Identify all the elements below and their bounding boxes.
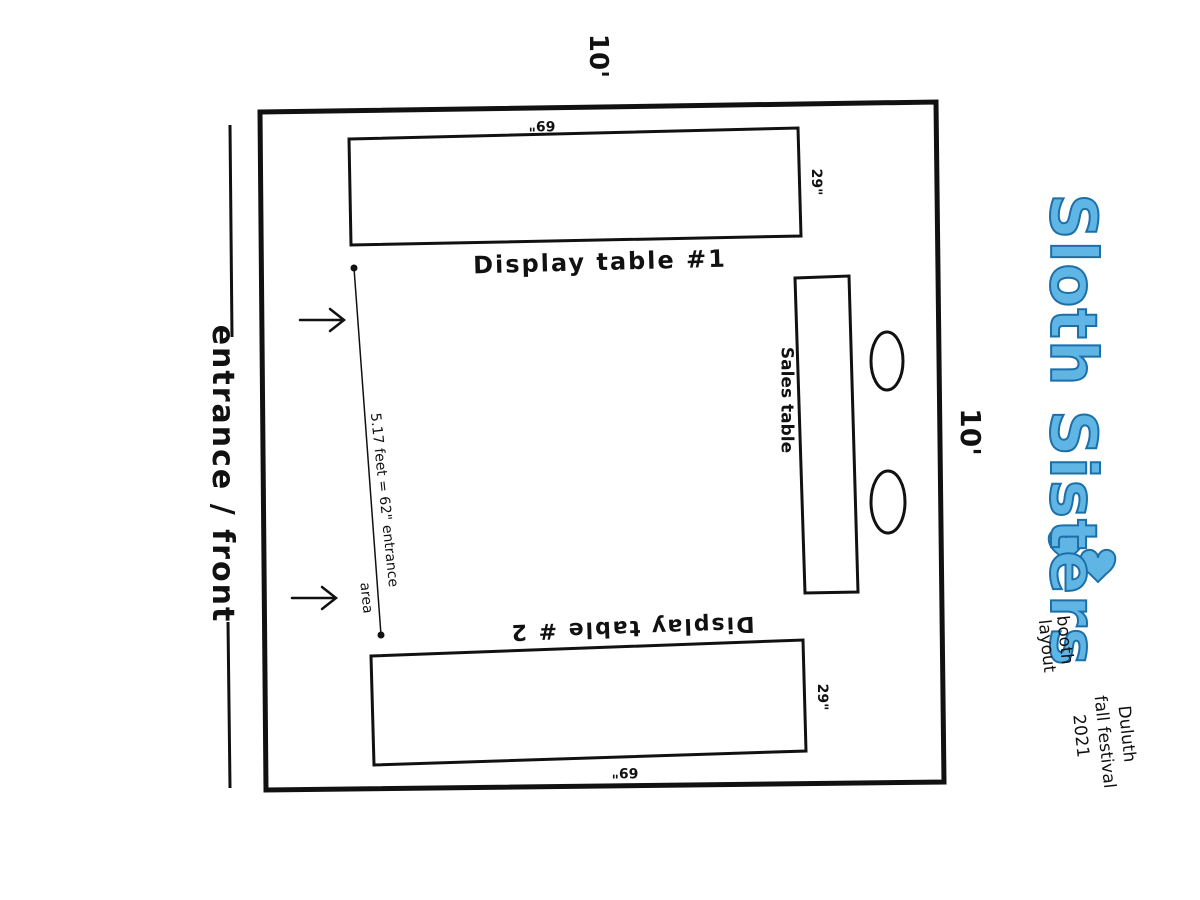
display-table-2 bbox=[369, 638, 808, 767]
display-table-1-width: 69" bbox=[528, 117, 556, 133]
display-table-2-width: 69" bbox=[611, 764, 639, 780]
display-table-1 bbox=[347, 126, 803, 247]
sloth-sisters-logo: Sloth Sisters bbox=[1034, 192, 1110, 667]
entrance-label: entrance / front bbox=[205, 324, 240, 624]
sales-table-label: Sales table bbox=[776, 346, 797, 454]
event-line-1: Duluth bbox=[1113, 704, 1140, 764]
chair-icon bbox=[869, 330, 905, 392]
entrance-line-upper bbox=[228, 124, 234, 338]
display-table-1-label: Display table #1 bbox=[472, 244, 728, 280]
entrance-measure-label-2: area bbox=[356, 581, 376, 615]
heart-icon bbox=[1047, 528, 1117, 584]
display-table-2-depth: 29" bbox=[814, 683, 830, 711]
chair-icon bbox=[869, 469, 907, 535]
measure-endpoint-bottom bbox=[377, 631, 385, 639]
sales-table bbox=[793, 274, 860, 595]
event-line-3: 2021 bbox=[1068, 713, 1093, 759]
right-dimension-label: 10' bbox=[954, 408, 987, 456]
display-table-1-depth: 29" bbox=[808, 168, 824, 196]
arrow-right-icon bbox=[290, 585, 339, 611]
booth-layout-line-2: layout bbox=[1033, 618, 1060, 674]
top-dimension-label: 10' bbox=[583, 33, 613, 79]
entrance-line-lower bbox=[226, 621, 232, 789]
entrance-measure-line bbox=[353, 267, 382, 636]
measure-endpoint-top bbox=[350, 264, 358, 272]
arrow-right-icon bbox=[298, 307, 347, 333]
booth-outline bbox=[257, 99, 947, 793]
